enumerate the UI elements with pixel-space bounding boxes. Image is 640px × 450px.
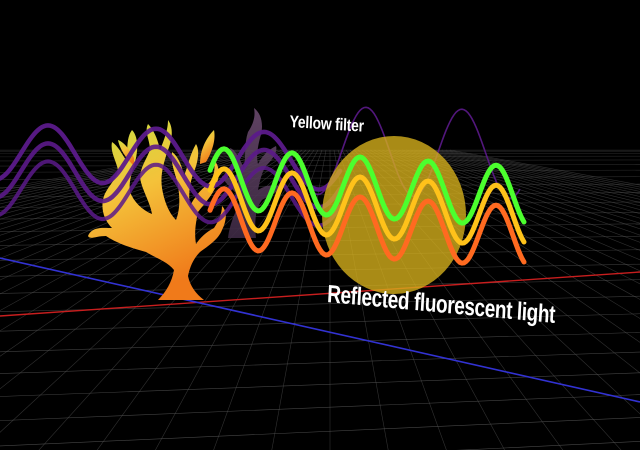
grid-line-converging (377, 149, 640, 272)
grid-line-converging (0, 149, 247, 216)
grid-line-horizontal (0, 159, 640, 162)
blue-axis-line (0, 257, 640, 403)
grid-line-horizontal (0, 235, 640, 246)
grid-line-horizontal (0, 183, 640, 189)
grid-line-converging (213, 149, 323, 450)
grid-line-horizontal (0, 351, 640, 374)
purple-wave-1 (0, 123, 343, 192)
green-wave (207, 146, 527, 226)
grid-line-converging (0, 149, 243, 212)
grid-line-horizontal (0, 394, 640, 421)
grid-line-horizontal (0, 155, 640, 158)
fluorescent-waves (207, 146, 527, 266)
grid-line-converging (381, 149, 640, 261)
grid-line-converging (389, 149, 640, 243)
grid-line-horizontal (0, 417, 640, 447)
grid-line-converging (405, 149, 640, 219)
grid-line-converging (413, 149, 640, 210)
grid-line-converging (393, 149, 640, 236)
grid-line-horizontal (456, 441, 640, 450)
grid-line-horizontal (0, 263, 640, 277)
grid-line-converging (0, 149, 283, 281)
grid-line-converging (409, 149, 640, 214)
grid-line-converging (0, 149, 235, 205)
grid-line-horizontal (0, 332, 640, 353)
grid-line-horizontal (0, 279, 640, 294)
grid-line-converging (417, 149, 640, 207)
orange-wave (207, 186, 527, 266)
grid-line-converging (397, 149, 640, 230)
grid-line-converging (0, 149, 299, 357)
grid-line-converging (401, 149, 640, 224)
grid-line-horizontal (0, 313, 640, 332)
grid-line-converging (0, 149, 275, 259)
grid-line-converging (0, 149, 259, 230)
yellow-wave (207, 166, 527, 246)
red-axis-line (0, 271, 640, 317)
grid-line-converging (0, 149, 251, 220)
grid-line-horizontal (0, 372, 640, 397)
grid-line-horizontal (0, 249, 640, 261)
grid-line-converging (0, 149, 255, 225)
grid-line-converging (155, 149, 319, 450)
grid-line-horizontal (0, 164, 640, 167)
grid-line-converging (0, 149, 295, 332)
grid-line-converging (0, 149, 239, 208)
grid-line-converging (421, 149, 640, 203)
